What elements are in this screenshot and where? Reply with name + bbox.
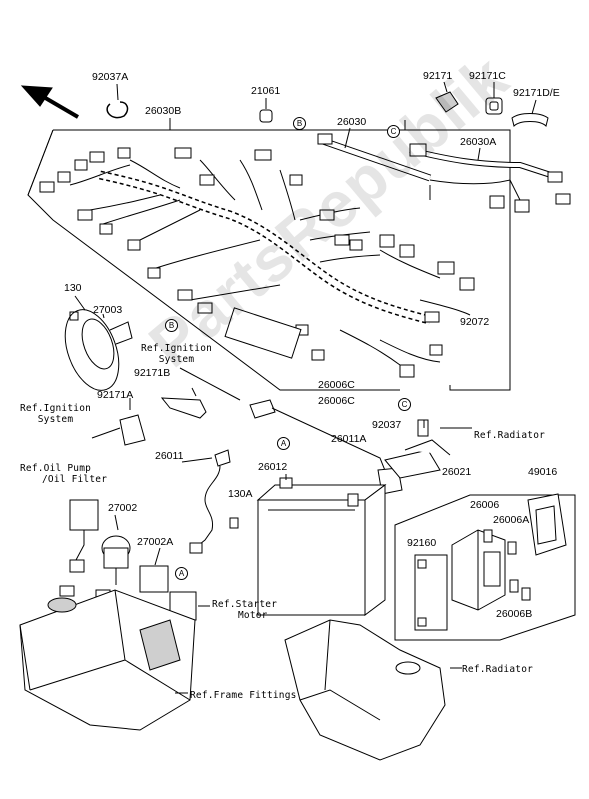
harness-26030a xyxy=(409,143,571,213)
label-92171a: 92171A xyxy=(97,389,134,401)
label-92037: 92037 xyxy=(372,419,402,431)
cable-26011a xyxy=(249,399,403,495)
fuses xyxy=(483,529,531,601)
label-26021: 26021 xyxy=(442,466,472,478)
label-92171b: 92171B xyxy=(134,367,171,379)
ref-radiator-1: Ref.Radiator xyxy=(474,430,546,441)
label-92171c: 92171C xyxy=(469,70,506,82)
ecu-26021 xyxy=(451,529,506,611)
relays xyxy=(59,499,197,621)
label-26006c-1: 26006C xyxy=(318,379,355,391)
ref-radiator-2: Ref.Radiator xyxy=(462,664,534,675)
label-26011: 26011 xyxy=(155,450,184,462)
clip-92037a xyxy=(106,101,129,119)
clamps-92171 xyxy=(435,81,549,127)
label-26006: 26006 xyxy=(470,499,500,511)
battery-case xyxy=(19,589,196,731)
cable-26011 xyxy=(189,449,231,554)
harness-26030 xyxy=(317,127,432,182)
label-26012: 26012 xyxy=(258,461,288,473)
horn-27003 xyxy=(64,295,133,391)
marker-c-top: C xyxy=(387,125,400,138)
marker-a-mid: A xyxy=(277,437,290,450)
label-26011a: 26011A xyxy=(331,433,367,445)
label-49016: 49016 xyxy=(528,466,558,478)
bracket-92037 xyxy=(384,419,451,479)
label-92171: 92171 xyxy=(423,70,453,82)
label-26030b: 26030B xyxy=(145,105,182,117)
bracket-92171b xyxy=(160,397,207,419)
marker-b-bottom: B xyxy=(165,319,178,332)
direction-arrow-icon xyxy=(20,85,80,119)
label-130: 130 xyxy=(64,282,82,294)
label-26006c-2: 26006C xyxy=(318,395,355,407)
marker-b-top: B xyxy=(293,117,306,130)
ref-oil-pump: Ref.Oil Pump/Oil Filter xyxy=(20,463,108,485)
bracket-92160 xyxy=(414,554,448,631)
label-26006a: 26006A xyxy=(493,514,530,526)
fusebox-49016 xyxy=(527,493,567,556)
label-92072: 92072 xyxy=(460,316,490,328)
clamp-21061 xyxy=(259,109,273,123)
label-130a: 130A xyxy=(228,488,253,500)
label-21061: 21061 xyxy=(251,85,281,97)
battery-26012 xyxy=(256,477,387,616)
marker-a-low: A xyxy=(175,567,188,580)
label-27002a: 27002A xyxy=(137,536,174,548)
reservoir xyxy=(284,619,446,761)
label-27002: 27002 xyxy=(108,502,138,514)
label-27003: 27003 xyxy=(93,304,123,316)
bolt-130a xyxy=(229,517,239,529)
bracket-92171a xyxy=(119,414,146,446)
marker-c-bottom: C xyxy=(398,398,411,411)
harness-connectors xyxy=(39,147,475,378)
label-26030: 26030 xyxy=(337,116,367,128)
label-92160: 92160 xyxy=(407,537,437,549)
label-92171de: 92171D/E xyxy=(513,87,560,99)
ref-frame-fittings: Ref.Frame Fittings xyxy=(190,690,297,701)
label-92037a: 92037A xyxy=(92,71,129,83)
label-26006b: 26006B xyxy=(496,608,533,620)
label-26030a: 26030A xyxy=(460,136,497,148)
